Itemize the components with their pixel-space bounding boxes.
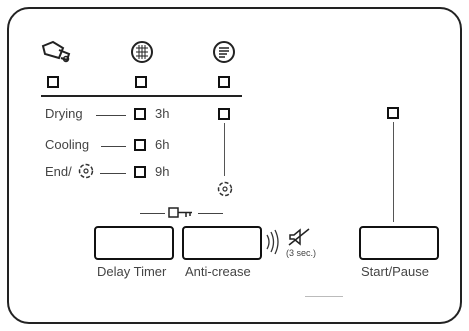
end-led <box>134 166 146 178</box>
end-time: 9h <box>155 164 170 179</box>
control-panel <box>7 7 462 324</box>
lock-dash-left <box>140 213 165 214</box>
delay-timer-label: Delay Timer <box>97 264 167 279</box>
textile-grid-icon <box>131 41 153 63</box>
anti-crease-label: Anti-crease <box>185 264 251 279</box>
drying-label: Drying <box>45 106 83 121</box>
program-divider <box>41 95 242 97</box>
cooling-time: 6h <box>155 137 170 152</box>
child-lock-key-icon <box>168 207 192 218</box>
mute-icon <box>288 228 310 246</box>
start-led <box>387 107 399 119</box>
cooling-led <box>134 139 146 151</box>
end-connector <box>100 173 126 174</box>
anticrease-led <box>218 108 230 120</box>
drying-connector <box>96 115 126 116</box>
program-led-3 <box>218 76 230 88</box>
program-led-1 <box>47 76 59 88</box>
start-pause-label: Start/Pause <box>361 264 429 279</box>
iron-shirt-icon <box>41 40 71 63</box>
anti-crease-button[interactable] <box>182 226 262 260</box>
drying-time: 3h <box>155 106 170 121</box>
delay-timer-button[interactable] <box>94 226 174 260</box>
drum-icon <box>213 41 235 63</box>
end-label: End/ <box>45 164 72 179</box>
smudge-mark <box>305 296 343 297</box>
mute-hint: (3 sec.) <box>286 248 317 258</box>
anticrease-connector <box>224 123 225 176</box>
cooling-label: Cooling <box>45 137 90 152</box>
anticrease-indicator-icon <box>217 181 233 197</box>
drying-led <box>134 108 146 120</box>
cooling-connector <box>101 146 126 147</box>
sound-waves-icon <box>266 229 279 255</box>
start-pause-button[interactable] <box>359 226 439 260</box>
anticrease-drum-icon <box>78 163 94 179</box>
lock-dash-right <box>198 213 223 214</box>
program-led-2 <box>135 76 147 88</box>
start-connector <box>393 122 394 222</box>
